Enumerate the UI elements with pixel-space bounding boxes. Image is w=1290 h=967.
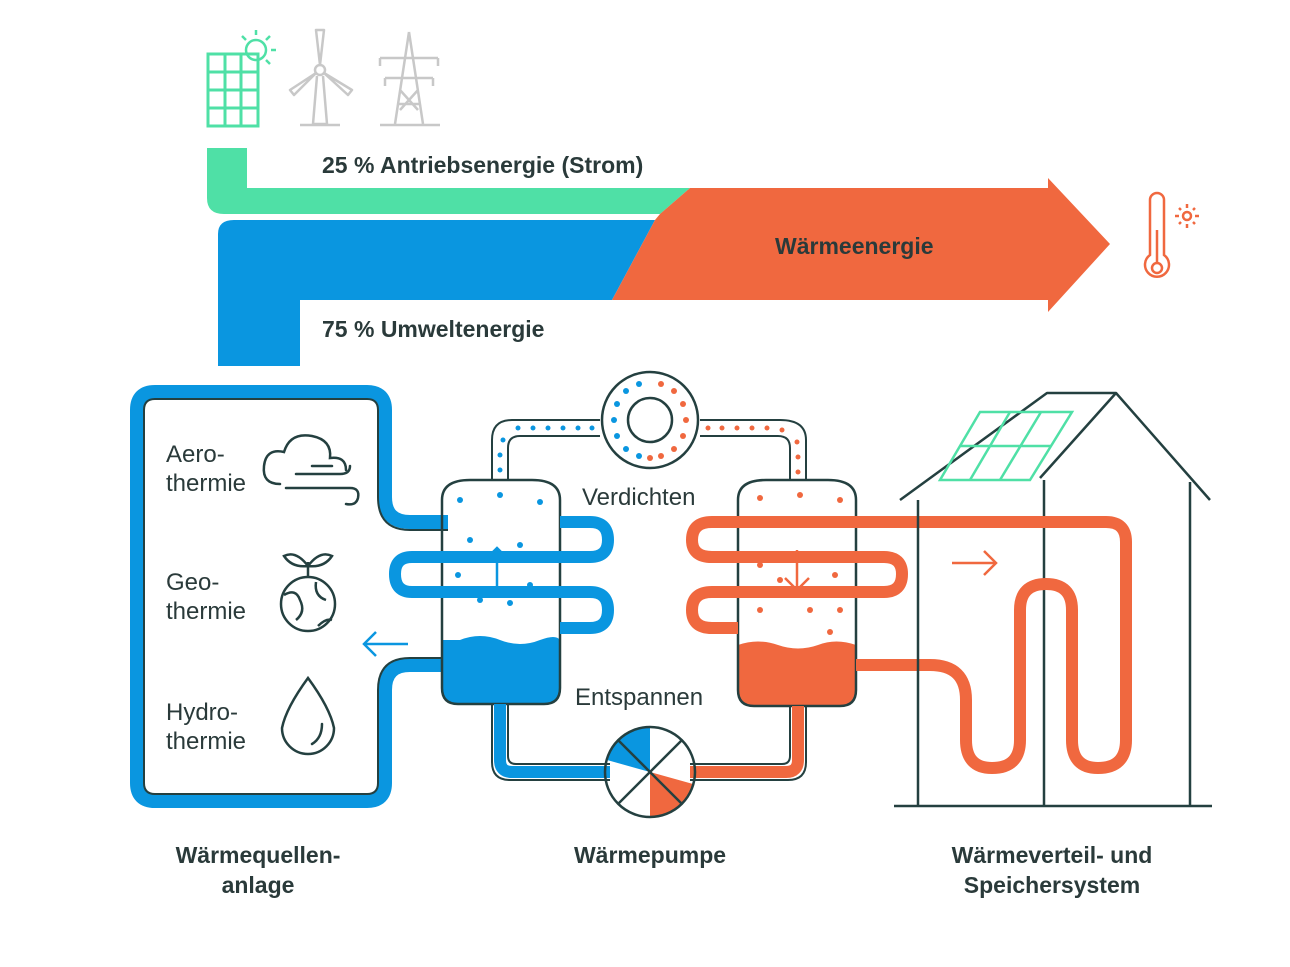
refrigerant-circuit: [491, 419, 807, 781]
sun-icon: [241, 30, 276, 65]
geothermie-label: Geo- thermie: [166, 569, 247, 625]
condense-dots: [757, 492, 843, 635]
arrow-right-icon: [952, 550, 998, 576]
roof-solar-panel-icon: [937, 410, 1075, 482]
source-loop: [130, 385, 448, 808]
plant-globe-icon: [279, 553, 337, 633]
power-pylon-icon: [378, 31, 440, 127]
solar-panel-icon: [206, 52, 260, 128]
arrow-down-icon: [784, 550, 810, 592]
aerothermie-label: Aero- thermie: [166, 441, 247, 497]
compressor-icon: [600, 370, 700, 470]
heat-pump-caption: Wärmepumpe: [573, 842, 727, 868]
thermometer-icon: [1143, 191, 1199, 278]
distribution-caption: Wärmeverteil- und Speichersystem: [951, 842, 1153, 898]
source-loop-inner: [143, 398, 448, 795]
floor-heating-loop: [920, 516, 1132, 775]
cloud-wind-icon: [262, 434, 360, 506]
condenser: [685, 478, 920, 708]
source-plant-caption: Wärmequellen- anlage: [175, 842, 341, 898]
heat-energy-label: Wärmeenergie: [775, 233, 934, 259]
arrow-up-icon: [484, 546, 510, 590]
compress-label: Verdichten: [582, 484, 696, 511]
vapor-dots: [455, 492, 548, 606]
house-icon: [894, 391, 1212, 808]
arrow-left-icon: [362, 631, 408, 657]
energy-flow-arrow: [207, 148, 1110, 366]
expand-label: Entspannen: [575, 684, 704, 711]
wind-turbine-icon: [288, 28, 354, 127]
evaporator: [388, 478, 615, 706]
electric-energy-label: 25 % Antriebsenergie (Strom): [322, 152, 644, 178]
hydrothermie-label: Hydro- thermie: [166, 699, 247, 755]
expansion-valve-icon: [603, 725, 697, 819]
water-drop-icon: [280, 675, 336, 756]
environment-energy-label: 75 % Umweltenergie: [322, 316, 545, 342]
